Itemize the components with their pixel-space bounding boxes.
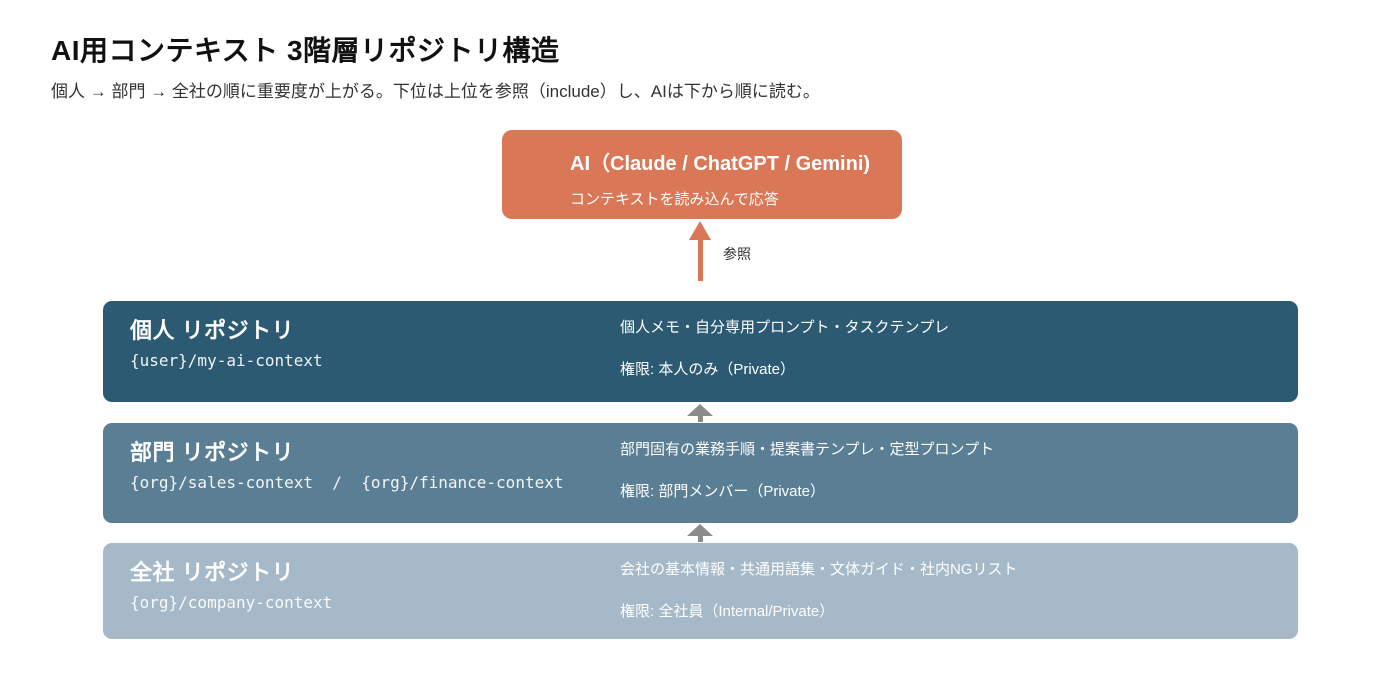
tier-personal-permission: 権限: 本人のみ（Private） bbox=[620, 361, 796, 378]
reference-arrow-label: 参照 bbox=[723, 246, 751, 262]
reference-up-arrow-icon bbox=[689, 221, 711, 240]
tier-up-arrow-icon-1 bbox=[687, 404, 713, 416]
tier-up-arrow-stem-2 bbox=[698, 535, 703, 542]
tier-company-repo-path: {org}/company-context bbox=[130, 593, 333, 612]
tier-up-arrow-icon-2 bbox=[687, 524, 713, 536]
tier-department-permission: 権限: 部門メンバー（Private） bbox=[620, 483, 826, 500]
tier-personal-title: 個人 リポジトリ bbox=[130, 318, 295, 343]
ai-box: AI（Claude / ChatGPT / Gemini) コンテキストを読み込… bbox=[502, 130, 902, 219]
tier-department-description: 部門固有の業務手順・提案書テンプレ・定型プロンプト bbox=[620, 441, 995, 458]
tier-personal-description: 個人メモ・自分専用プロンプト・タスクテンプレ bbox=[620, 319, 950, 336]
tier-personal-repository: 個人 リポジトリ {user}/my-ai-context 個人メモ・自分専用プ… bbox=[103, 301, 1298, 402]
tier-company-title: 全社 リポジトリ bbox=[130, 560, 295, 585]
tier-department-title: 部門 リポジトリ bbox=[130, 440, 295, 465]
tier-company-permission: 権限: 全社員（Internal/Private） bbox=[620, 603, 835, 620]
tier-department-repo-path: {org}/sales-context / {org}/finance-cont… bbox=[130, 473, 564, 492]
tier-personal-repo-path: {user}/my-ai-context bbox=[130, 351, 323, 370]
tier-department-repository: 部門 リポジトリ {org}/sales-context / {org}/fin… bbox=[103, 423, 1298, 523]
tier-company-repository: 全社 リポジトリ {org}/company-context 会社の基本情報・共… bbox=[103, 543, 1298, 639]
reference-up-arrow-stem bbox=[698, 239, 703, 281]
ai-box-title: AI（Claude / ChatGPT / Gemini) bbox=[570, 153, 871, 175]
page-subtitle: 個人 → 部門 → 全社の順に重要度が上がる。下位は上位を参照（include）… bbox=[51, 82, 820, 101]
page-title: AI用コンテキスト 3階層リポジトリ構造 bbox=[51, 35, 560, 66]
ai-box-subtitle: コンテキストを読み込んで応答 bbox=[570, 191, 779, 208]
tier-up-arrow-stem-1 bbox=[698, 415, 703, 422]
tier-company-description: 会社の基本情報・共通用語集・文体ガイド・社内NGリスト bbox=[620, 561, 1018, 578]
